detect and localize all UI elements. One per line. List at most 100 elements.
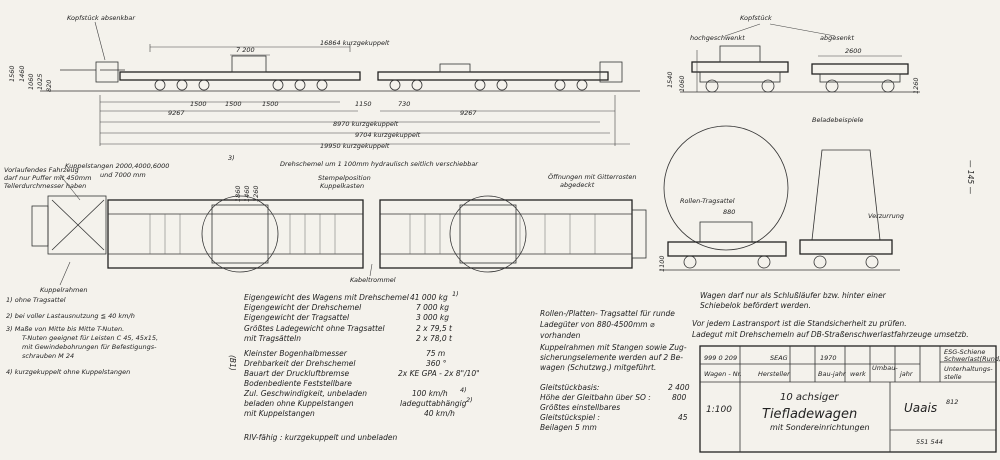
spec-value-6: 360 ° (426, 359, 447, 368)
track-value-0: 2 400 (668, 383, 690, 392)
spec-value-0: 41 000 kg (410, 293, 448, 302)
manufacturer: SEAG (770, 354, 788, 362)
spec-label-2: Eigengewicht der Tragsattel (244, 313, 350, 322)
sheet-number: 551 544 (916, 438, 943, 446)
height-1025: 1025 (36, 73, 44, 90)
wagon-class-sup: 812 (946, 398, 958, 406)
footnote-1: 1) ohne Tragsattel (6, 296, 66, 304)
label-kuppelstangen2: und 7000 mm (100, 171, 146, 179)
unterhaltung-line1: Unterhaltungs- (944, 365, 993, 373)
operating-note-3: Ladegut mit Drehschemeln auf DB-Straßens… (692, 330, 969, 339)
title-line3: mit Sondereinrichtungen (770, 423, 870, 432)
plan-dim-1860: 1860 (234, 185, 242, 202)
label-abgedeckt: abgedeckt (560, 181, 595, 189)
label-hochgeschwenkt: hochgeschwenkt (690, 34, 745, 42)
track-label-2: Größtes einstellbares (540, 403, 620, 412)
spec-label-3: Größtes Ladegewicht ohne Tragsattel (244, 324, 386, 333)
dim-9267a: 9267 (168, 109, 185, 117)
spec-sup-10: 2) (466, 396, 473, 404)
end-height-1260: 1260 (912, 77, 920, 94)
label-kabeltrommel: Kabeltrommel (350, 276, 396, 284)
label-vorlaufendes: Vorlaufendes Fahrzeug (4, 166, 79, 174)
dim-2600: 2600 (845, 47, 862, 55)
label-kuppelkasten: Kuppelkasten (320, 182, 364, 190)
footnote-4: 4) kurzgekuppelt ohne Kuppelstangen (6, 368, 130, 376)
roller-note-4: sicherungselemente werden auf 2 Be- (540, 353, 683, 362)
dim-1150: 1150 (355, 100, 372, 108)
label-verzurrung: Verzurrung (868, 212, 904, 220)
spec-value-4: 2 x 78,0 t (416, 334, 453, 343)
footnote-3: 3) Maße von Mitte bis Mitte T-Nuten. (6, 325, 124, 333)
page-number: — 145 — (966, 160, 975, 195)
spec-value-2: 3 000 kg (416, 313, 449, 322)
title-line2: Tiefladewagen (762, 407, 857, 422)
col-werk: werk (850, 370, 866, 378)
label-kopfstueck: Kopfstück (740, 14, 772, 22)
esg-line2: Schwerlast(Rund) (944, 355, 1000, 363)
dim-730: 730 (398, 100, 410, 108)
track-value-3: 45 (678, 413, 688, 422)
dim-9267b: 9267 (460, 109, 477, 117)
roller-note-5: wagen (Schutzwg.) mitgeführt. (540, 363, 656, 372)
dim-880: 880 (723, 208, 735, 216)
spec-value-9: 100 km/h (412, 389, 448, 398)
spec-value-3: 2 x 79,5 t (416, 324, 453, 333)
footnote-3-line4: schrauben M 24 (22, 352, 74, 360)
height-1060: 1060 (27, 73, 35, 90)
specifications-list: Eigengewicht des Wagens mit Drehschemel … (243, 290, 480, 442)
track-values: Gleitstückbasis: 2 400 Höhe der Gleitbah… (540, 383, 690, 432)
spec-label-5: Kleinster Bogenhalbmesser (244, 349, 348, 358)
label-abgesenkt: abgesenkt (820, 34, 855, 42)
spec-value-1: 7 000 kg (416, 303, 449, 312)
track-value-1: 800 (672, 393, 687, 402)
spec-label-8: Bodenbediente Feststellbare (244, 379, 352, 388)
right-bogie-wheels (389, 79, 588, 91)
dim-8970: 8970 kurzgekuppelt (333, 120, 399, 128)
plan-dim-3: 3) (228, 154, 235, 162)
label-stempelposition: Stempelposition (318, 174, 371, 182)
spec-label-4: mit Tragsätteln (244, 334, 301, 343)
label-puffer: darf nur Puffer mit 450mm (4, 174, 91, 182)
wagon-number: 999 0 209 (704, 354, 737, 362)
label-beladebeispiele: Beladebeispiele (812, 116, 863, 124)
plan-dim-1460: 1460 (243, 185, 251, 202)
roller-notes: Rollen-/Platten- Tragsattel für runde La… (540, 309, 687, 372)
spec-label-12: RIV-fähig : kurzgekuppelt und unbeladen (244, 433, 397, 442)
label-oeffnungen: Öffnungen mit Gitterrosten (548, 172, 637, 181)
dim-1500a: 1500 (190, 100, 207, 108)
roller-note-2: vorhanden (540, 331, 581, 340)
dim-9704: 9704 kurzgekuppelt (355, 131, 421, 139)
spec-label-0: Eigengewicht des Wagens mit Drehschemel (244, 293, 410, 302)
title-line1: 10 achsiger (780, 392, 839, 403)
dim-7200: 7 200 (236, 46, 255, 54)
spec-value-11: 40 km/h (424, 409, 455, 418)
title-block: 999 0 209 SEAG 1970 Wagen - Nr. Herstell… (699, 345, 1000, 453)
side-mark: (B1) (228, 355, 237, 371)
col-jahr: jahr (899, 370, 914, 378)
spec-label-10: beladen ohne Kuppelstangen (244, 399, 354, 408)
col-umbau: Umbau- (872, 364, 898, 372)
dim-1500b: 1500 (225, 100, 242, 108)
esg-line1: ESG-Schiene (944, 348, 985, 356)
plan-dim-1260: 1260 (252, 185, 260, 202)
roller-note-1: Ladegüter von 880-4500mm ⌀ (540, 320, 655, 329)
label-teller: Tellerdurchmesser haben (4, 182, 86, 190)
track-label-4: Beilagen 5 mm (540, 423, 597, 432)
spec-label-9: Zul. Geschwindigkeit, unbeladen (243, 389, 367, 398)
height-1560: 1560 (8, 65, 16, 82)
end-views: Kopfstück hochgeschwenkt abgesenkt 1540 … (666, 14, 920, 94)
spec-label-1: Eigengewicht der Drehschemel (244, 303, 362, 312)
track-label-1: Höhe der Gleitbahn über SO : (540, 393, 651, 402)
unterhaltung-line2: stelle (944, 373, 962, 381)
dim-19950: 19950 kurzgekuppelt (320, 142, 390, 150)
dim-1500c: 1500 (262, 100, 279, 108)
footnote-2: 2) bei voller Lastausnutzung ≦ 40 km/h (6, 312, 135, 320)
footnote-3-line2: T-Nuten geeignet für Leisten C 45, 45x15… (22, 334, 158, 342)
footnote-3-line3: mit Gewindebohrungen für Befestigungs- (22, 343, 157, 351)
label-kopfstueck-absenkbar: Kopfstück absenkbar (67, 14, 136, 22)
track-label-3: Gleitstückspiel : (540, 413, 600, 422)
spec-label-6: Drehbarkeit der Drehschemel (244, 359, 356, 368)
dim-16864: 16864 kurzgekuppelt (320, 39, 390, 47)
